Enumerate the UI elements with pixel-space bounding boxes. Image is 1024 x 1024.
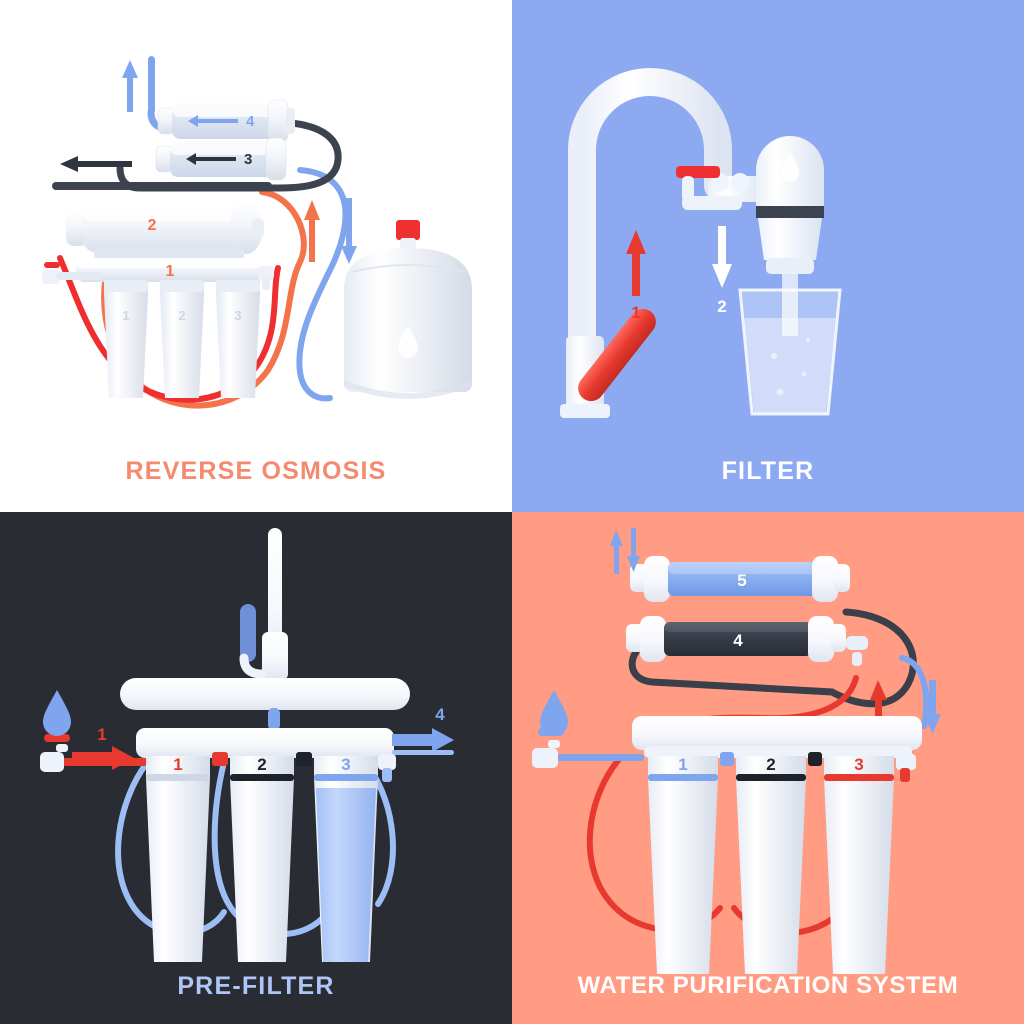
clean-water-up-arrow xyxy=(122,60,138,112)
housing-3-number: 3 xyxy=(854,755,863,774)
cartridge-5: 5 xyxy=(630,556,850,602)
cartridge-4-fitting xyxy=(846,636,868,666)
blue-product-line xyxy=(296,167,349,402)
filter-housing-2: 2 xyxy=(230,755,294,962)
faucet-handle xyxy=(240,604,256,662)
filter-housing-3: 3 xyxy=(216,280,260,398)
manifold-head-1: 1 xyxy=(76,258,262,282)
storage-tank xyxy=(344,220,472,399)
inlet-ball-valve[interactable] xyxy=(40,734,70,772)
panel-filter: 1 2 FILTER xyxy=(512,0,1024,512)
filter-housing-1: 1 xyxy=(146,755,210,962)
filter-droplet-emblem xyxy=(781,152,799,182)
outlet-fitting xyxy=(378,754,396,782)
manifold-number: 1 xyxy=(166,263,175,280)
tank-droplet-emblem xyxy=(398,326,418,358)
filter-housing-2: 2 xyxy=(736,755,806,974)
filter-illustration: 1 2 xyxy=(560,68,842,418)
inlet-up-arrow: 1 xyxy=(626,230,646,322)
water-purification-illustration: 5 4 xyxy=(532,528,941,974)
cartridge-5-up-arrow xyxy=(610,530,623,574)
housing-2-number: 2 xyxy=(766,755,775,774)
red-feed-line xyxy=(57,255,281,403)
diverter-valve xyxy=(676,166,766,210)
drain-pipe xyxy=(52,182,272,190)
housing-3-number: 3 xyxy=(341,755,350,774)
housing-1-number: 1 xyxy=(122,308,129,323)
counter-downpipe xyxy=(268,708,280,730)
outlet-fitting xyxy=(258,266,274,290)
panel-caption-water-purification-system: WATER PURIFICATION SYSTEM xyxy=(577,972,959,999)
cartridge-3-number: 3 xyxy=(244,151,252,168)
filter-housing-3: 3 xyxy=(824,755,894,974)
panel-caption-pre-filter: PRE-FILTER xyxy=(177,972,335,1000)
reverse-osmosis-illustration: 4 3 2 xyxy=(42,56,472,409)
housing-1-number: 1 xyxy=(173,755,182,774)
filter-housing-1: 1 xyxy=(648,755,718,974)
tank-valve xyxy=(396,220,420,240)
outlet-right-arrow: 4 xyxy=(392,705,454,755)
housing-3-water xyxy=(316,788,376,962)
cartridge-3: 3 xyxy=(155,137,287,181)
manifold-head xyxy=(136,728,394,758)
faucet-lever-handle[interactable] xyxy=(573,304,661,407)
inlet-arrow-number: 1 xyxy=(631,303,640,322)
sink-counter-bar xyxy=(120,678,410,710)
panel-caption-filter: FILTER xyxy=(721,457,815,485)
countertop-faucet xyxy=(239,528,288,680)
tank-fill-down-arrow xyxy=(341,198,357,264)
manifold-underlip xyxy=(644,746,912,758)
housing-2-number: 2 xyxy=(257,755,266,774)
housing-2-number: 2 xyxy=(178,308,185,323)
inlet-right-arrow: 1 xyxy=(72,725,134,770)
water-droplet-icon xyxy=(43,690,71,736)
return-down-arrow xyxy=(924,680,941,734)
housing-2-clip xyxy=(808,752,822,766)
return-up-arrow xyxy=(870,680,887,736)
filter-housing-2: 2 xyxy=(160,280,204,398)
glass-water xyxy=(744,318,836,414)
outlet-arrow-number: 4 xyxy=(435,705,445,724)
cartridge-5-number: 5 xyxy=(737,571,746,590)
water-stream xyxy=(782,272,798,336)
drinking-glass xyxy=(738,288,842,416)
inlet-ball-valve xyxy=(42,262,102,284)
housing-1-clip xyxy=(212,752,228,766)
tap-mounted-filter xyxy=(756,136,824,274)
outlet-arrow-number: 2 xyxy=(717,297,726,316)
housing-1-number: 1 xyxy=(678,755,687,774)
ro-vessel-number: 2 xyxy=(148,217,157,234)
outlet-fitting xyxy=(896,754,916,782)
blue-riser-tube xyxy=(148,56,155,114)
filter-housing-3: 3 xyxy=(314,755,378,962)
drain-arrow xyxy=(60,156,132,172)
cartridge-4: 4 xyxy=(626,616,846,662)
panel-caption-reverse-osmosis: REVERSE OSMOSIS xyxy=(125,457,387,485)
cartridge-4-number: 4 xyxy=(246,113,255,130)
ro-vessel-2: 2 xyxy=(66,202,264,254)
water-droplet-icon xyxy=(540,690,568,736)
manifold-head xyxy=(632,716,922,750)
panel-reverse-osmosis: 4 3 2 xyxy=(0,0,512,512)
panel-water-purification-system: 5 4 xyxy=(512,512,1024,1024)
filter-housing-1: 1 xyxy=(104,280,148,398)
feed-water-up-arrow xyxy=(304,200,320,262)
housing-3-number: 3 xyxy=(234,308,241,323)
cartridge-5-down-arrow xyxy=(627,528,640,572)
inlet-arrow-number: 1 xyxy=(97,725,106,744)
panel-pre-filter: 1 4 1 2 3 xyxy=(0,512,512,1024)
housing-1-clip xyxy=(720,752,734,766)
cartridge-4-number: 4 xyxy=(733,631,743,650)
filter-band xyxy=(756,206,824,218)
black-loop-line xyxy=(628,608,917,708)
inlet-ball-valve[interactable] xyxy=(532,728,564,768)
pre-filter-illustration: 1 4 1 2 3 xyxy=(40,528,454,962)
outlet-down-arrow: 2 xyxy=(712,226,732,316)
housing-2-clip xyxy=(296,752,312,766)
cartridge-4: 4 xyxy=(157,99,295,143)
diverter-lever xyxy=(676,166,720,178)
